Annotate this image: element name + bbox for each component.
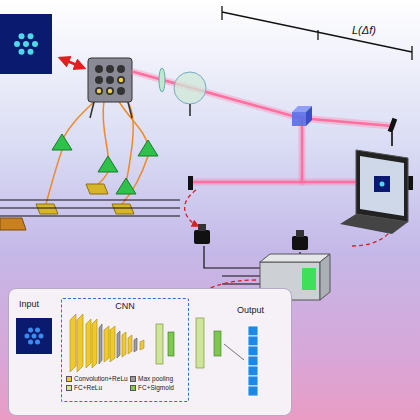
wire [0,199,180,200]
source-box [0,218,26,230]
amplifier-triangle [98,156,118,172]
mirror [408,176,413,190]
device-hole [117,76,125,84]
device-hole [106,65,114,73]
display-spot [380,182,385,187]
mirror [388,118,397,133]
laptop-screen [356,150,408,222]
bracket-tick [411,46,412,60]
panel-heading: Input [19,299,39,309]
wire [204,246,260,268]
mirror-post [391,132,393,146]
double-arrow [60,58,84,68]
round-lens [174,72,206,104]
dimension-label: L(Δf) [352,24,376,36]
legend-text: FC+Sigmoid [138,384,174,391]
legend-swatch [66,376,72,382]
mode-spot [19,49,25,55]
mode-spot [32,41,38,47]
length-bracket [222,6,412,60]
device-highlights [97,78,123,93]
bracket-tick [317,30,318,40]
fiber [62,100,96,140]
device-hole [117,87,125,95]
device-hole [95,65,103,73]
device-hole [117,65,125,73]
mode-spot [19,33,25,39]
mode-spots [14,33,38,55]
laptop-display [360,156,404,216]
beam-glow [299,120,306,182]
legend-swatch [66,385,72,391]
box-side [320,254,330,300]
wire [222,283,260,284]
legend-swatch [130,385,136,391]
device-highlight [108,89,112,93]
device-leg [128,102,132,118]
fiber-bundle [46,100,148,204]
bracket-tick [221,6,222,20]
wire [0,215,180,216]
inset-panel: InputOutput CNN Convolution+ReLu Max poolin… [8,288,292,416]
fiber [46,150,62,204]
legend-entry: FC+Sigmoid [130,384,186,391]
device-highlight [119,78,123,82]
beam-splitter [292,112,306,126]
amplifier-triangle [138,140,158,156]
driver-box [36,204,58,214]
device-highlight [97,89,101,93]
camera [194,230,210,244]
device-hole [95,76,103,84]
camera-lens [296,230,304,237]
device-leg [90,102,94,118]
mode-spot [23,41,29,47]
camera-lens [198,224,206,231]
amplifier-triangle [52,134,72,150]
legend-entry: Convolution+ReLu [66,375,130,382]
cube-side [306,106,312,126]
camera [292,236,308,250]
panel-heading: Output [237,305,264,315]
dashed-arrow [185,190,198,226]
device-hole [95,87,103,95]
legend-entry: FC+ReLu [66,384,130,391]
wire [222,275,260,276]
signal-wires [0,200,300,284]
device-holes [95,65,125,95]
beam-glow [134,72,392,126]
box-top [260,254,330,262]
beam [134,72,392,126]
legend-entry: Max pooling [130,375,186,382]
mode-spot [28,33,34,39]
driver-box [86,184,108,194]
network-group: CNN Convolution+ReLu Max poolingFC+ReLu FC+… [61,298,189,402]
box-panel [302,268,316,290]
legend-swatch [130,376,136,382]
display-image [374,176,390,192]
mode-image [0,14,52,74]
driver-box [112,204,134,214]
fiber [126,100,133,184]
legend-text: FC+ReLu [74,384,102,391]
mode-spot [28,49,34,55]
laptop-base [340,214,408,234]
wire [0,207,180,208]
amplifier-triangle [116,178,136,194]
lens [159,68,165,92]
mirror [188,176,193,190]
device-hole [106,76,114,84]
bracket-line [222,12,412,52]
beam [301,120,304,182]
group-title: CNN [62,301,188,311]
lens-post [189,104,191,116]
legend-text: Max pooling [138,375,173,382]
layer-legend: Convolution+ReLu Max poolingFC+ReLu FC+Sig… [66,375,186,391]
device-hole [106,87,114,95]
device-body [88,58,132,102]
legend-text: Convolution+ReLu [74,375,128,382]
fiber [103,100,108,162]
mode-spot [14,41,20,47]
